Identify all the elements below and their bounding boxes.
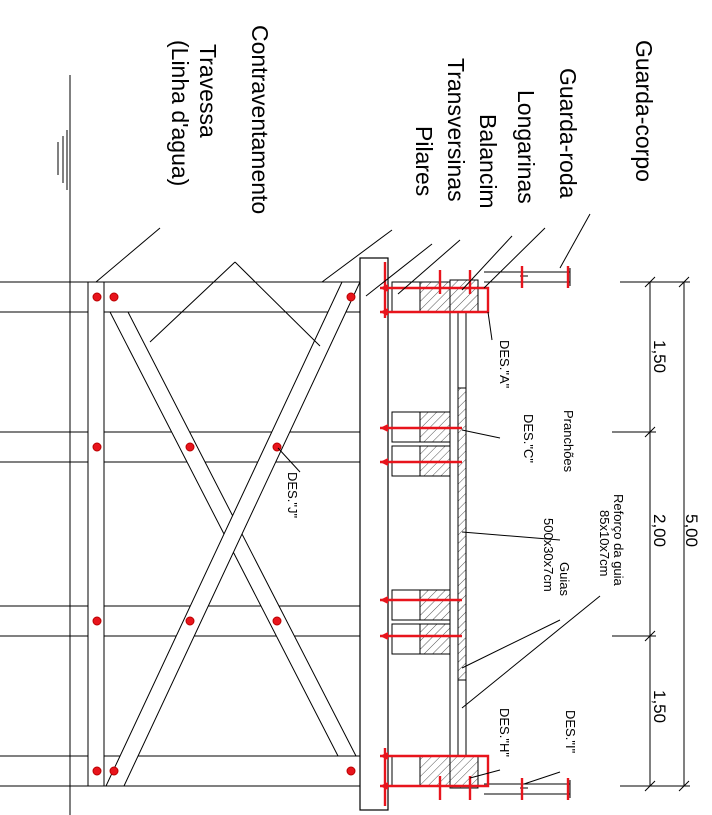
label-guarda-roda: Guarda-roda	[555, 68, 581, 199]
label-travessa: Travessa	[195, 44, 221, 138]
pilar-plate	[359, 257, 389, 811]
red-bolts	[380, 262, 570, 806]
support-blocks	[391, 281, 451, 787]
label-longarinas: Longarinas	[513, 90, 539, 204]
guarda-corpo	[484, 268, 571, 798]
label-linha-dagua: (Linha d'agua)	[167, 40, 193, 186]
label-reforco: Reforço da guia	[611, 494, 626, 587]
detail-c: DES."C"	[521, 414, 536, 463]
guarda-roda	[449, 279, 479, 789]
dim-left: 1,50	[650, 340, 669, 373]
label-guias-dim: 500x30x7cm	[541, 518, 556, 592]
red-arrow-heads	[380, 284, 388, 790]
detail-i: DES."I"	[563, 710, 578, 754]
label-pilares: Pilares	[411, 126, 437, 196]
water-level	[57, 75, 71, 815]
bolt-markers	[92, 292, 356, 776]
label-contraventamento: Contraventamento	[247, 25, 273, 214]
cross-bracing	[105, 281, 361, 787]
label-transversinas: Transversinas	[443, 58, 469, 202]
label-balancim: Balancim	[475, 114, 501, 209]
label-guias: Guias	[557, 562, 572, 596]
dim-right: 1,50	[650, 690, 669, 723]
label-guarda-corpo: Guarda-corpo	[631, 40, 657, 182]
detail-j: DES."J"	[285, 472, 300, 518]
labels: Guarda-corpo Guarda-roda Longarinas Bala…	[167, 25, 701, 757]
dim-middle: 2,00	[650, 514, 669, 547]
detail-a: DES."A"	[497, 340, 512, 389]
dim-total: 5,00	[682, 514, 701, 547]
dimension-lines	[612, 276, 690, 792]
label-reforco-dim: 85x10x7cm	[597, 510, 612, 576]
label-pranchoes: Pranchões	[561, 410, 576, 473]
travessa-beam	[87, 281, 105, 787]
horizontal-members	[0, 281, 360, 787]
detail-h: DES."H"	[497, 708, 512, 757]
leader-lines	[95, 213, 601, 785]
